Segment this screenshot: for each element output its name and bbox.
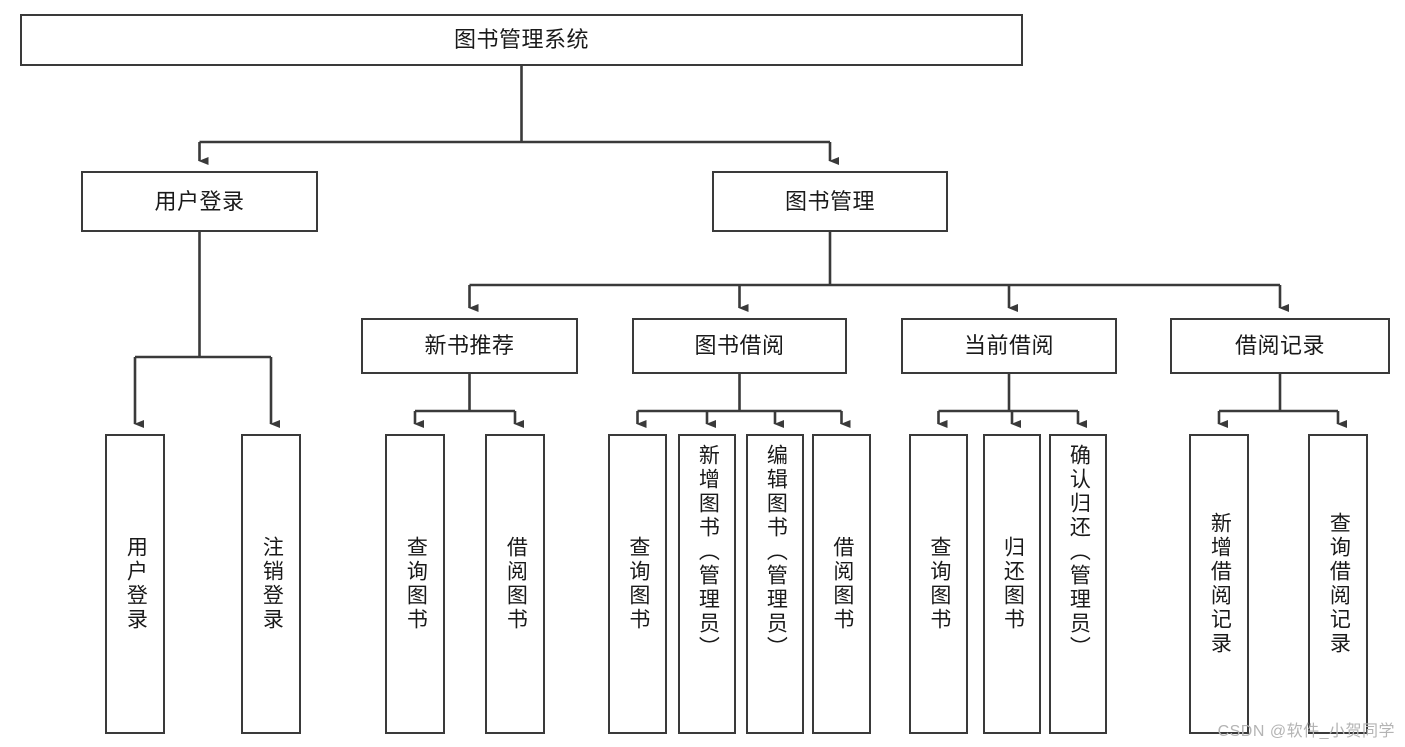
node-label-user-login: 用户登录: [154, 188, 245, 214]
node-label-leaf-borrow-book-2: 借阅图书: [830, 536, 854, 632]
node-label-leaf-edit-book: 编辑图书（管理员）: [764, 444, 788, 660]
node-book-manage[interactable]: 图书管理: [712, 171, 948, 232]
node-leaf-query-book-1[interactable]: 查询图书: [385, 434, 445, 734]
node-label-leaf-query-book-3: 查询图书: [927, 536, 951, 632]
node-leaf-add-book[interactable]: 新增图书（管理员）: [678, 434, 736, 734]
node-label-leaf-user-login: 用户登录: [124, 536, 148, 632]
node-new-book-rec[interactable]: 新书推荐: [361, 318, 578, 374]
node-label-leaf-confirm-return: 确认归还（管理员）: [1067, 444, 1091, 660]
edges-group: [133, 66, 1347, 428]
node-label-leaf-borrow-book-1: 借阅图书: [504, 536, 528, 632]
node-leaf-query-record[interactable]: 查询借阅记录: [1308, 434, 1368, 734]
node-label-book-borrow: 图书借阅: [694, 333, 785, 359]
node-label-current-borrow: 当前借阅: [963, 333, 1054, 359]
node-leaf-add-record[interactable]: 新增借阅记录: [1189, 434, 1249, 734]
node-label-leaf-query-record: 查询借阅记录: [1327, 512, 1351, 656]
node-label-root: 图书管理系统: [453, 27, 589, 53]
node-label-leaf-add-book: 新增图书（管理员）: [696, 444, 720, 660]
node-label-leaf-query-book-1: 查询图书: [404, 536, 428, 632]
node-leaf-query-book-3[interactable]: 查询图书: [909, 434, 968, 734]
node-label-new-book-rec: 新书推荐: [424, 333, 515, 359]
node-leaf-edit-book[interactable]: 编辑图书（管理员）: [746, 434, 804, 734]
node-leaf-borrow-book-1[interactable]: 借阅图书: [485, 434, 545, 734]
node-label-leaf-return-book: 归还图书: [1001, 536, 1025, 632]
node-leaf-logout[interactable]: 注销登录: [241, 434, 301, 734]
node-current-borrow[interactable]: 当前借阅: [901, 318, 1117, 374]
node-label-leaf-add-record: 新增借阅记录: [1208, 512, 1232, 656]
node-leaf-borrow-book-2[interactable]: 借阅图书: [812, 434, 871, 734]
node-book-borrow[interactable]: 图书借阅: [632, 318, 847, 374]
node-borrow-record[interactable]: 借阅记录: [1170, 318, 1390, 374]
node-leaf-confirm-return[interactable]: 确认归还（管理员）: [1049, 434, 1107, 734]
node-leaf-query-book-2[interactable]: 查询图书: [608, 434, 667, 734]
node-label-leaf-query-book-2: 查询图书: [626, 536, 650, 632]
node-leaf-return-book[interactable]: 归还图书: [983, 434, 1041, 734]
node-root[interactable]: 图书管理系统: [20, 14, 1023, 66]
node-label-leaf-logout: 注销登录: [260, 536, 284, 632]
node-label-borrow-record: 借阅记录: [1234, 333, 1325, 359]
node-leaf-user-login[interactable]: 用户登录: [105, 434, 165, 734]
node-user-login[interactable]: 用户登录: [81, 171, 318, 232]
node-label-book-manage: 图书管理: [784, 188, 875, 214]
